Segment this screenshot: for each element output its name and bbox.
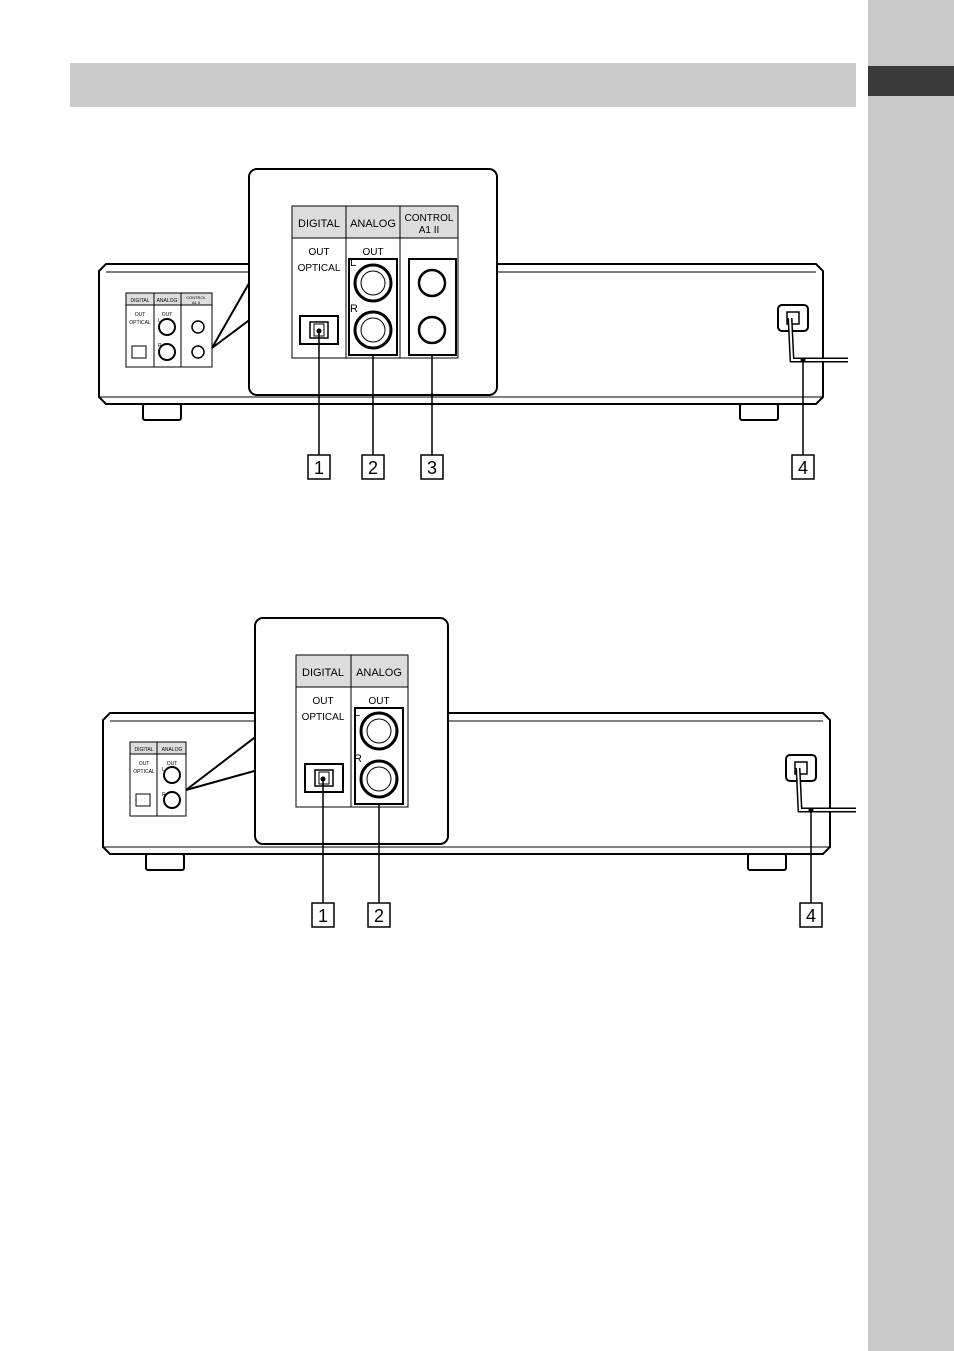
svg-text:4: 4 bbox=[806, 906, 816, 926]
top-zoom-digital-optical: OPTICAL bbox=[298, 263, 341, 274]
bottom-small-sub-optical: OPTICAL bbox=[133, 769, 155, 775]
bottom-small-analog-out: OUT bbox=[167, 761, 178, 767]
top-zoom-label-analog: ANALOG bbox=[350, 218, 396, 230]
top-small-analog-r: R bbox=[158, 343, 162, 349]
top-small-analog-l: L bbox=[158, 318, 161, 324]
top-small-label-digital: DIGITAL bbox=[130, 298, 149, 304]
bottom-foot-left bbox=[146, 854, 184, 870]
svg-text:4: 4 bbox=[798, 458, 808, 478]
top-callout-1: 1 bbox=[308, 455, 330, 479]
top-callout-3: 3 bbox=[421, 455, 443, 479]
top-small-sub-optical: OPTICAL bbox=[129, 320, 151, 326]
bottom-zoom-analog-out: OUT bbox=[368, 696, 389, 707]
top-zoom-analog-l: L bbox=[350, 257, 356, 269]
svg-text:1: 1 bbox=[318, 906, 328, 926]
bottom-diagram: DIGITAL ANALOG OUT OPTICAL OUT L R DIGIT… bbox=[103, 618, 856, 927]
bottom-callout-1: 1 bbox=[312, 903, 334, 927]
bottom-small-label-digital: DIGITAL bbox=[134, 747, 153, 753]
top-foot-right bbox=[740, 404, 778, 420]
bottom-foot-right bbox=[748, 854, 786, 870]
top-zoom-label-control-2: A1 II bbox=[419, 225, 440, 236]
bottom-zoom-digital-optical: OPTICAL bbox=[302, 712, 345, 723]
bottom-zoom-label-digital: DIGITAL bbox=[302, 667, 344, 679]
bottom-callout-2: 2 bbox=[368, 903, 390, 927]
bottom-small-sub-out: OUT bbox=[139, 761, 150, 767]
top-zoom-label-control: CONTROL bbox=[405, 213, 454, 224]
top-small-sub-out: OUT bbox=[135, 312, 146, 318]
top-zoom-label-digital: DIGITAL bbox=[298, 218, 340, 230]
bottom-zoom-label-analog: ANALOG bbox=[356, 667, 402, 679]
top-foot-left bbox=[143, 404, 181, 420]
bottom-zoom-analog-r: R bbox=[354, 753, 362, 765]
svg-text:3: 3 bbox=[427, 458, 437, 478]
svg-text:2: 2 bbox=[368, 458, 378, 478]
top-small-analog-out: OUT bbox=[162, 312, 173, 318]
bottom-zoom-digital-out: OUT bbox=[312, 696, 333, 707]
top-callout-4: 4 bbox=[792, 455, 814, 479]
bottom-small-analog-l: L bbox=[162, 767, 165, 773]
svg-text:2: 2 bbox=[374, 906, 384, 926]
top-small-label-control2: A1 II bbox=[192, 300, 200, 305]
top-diagram: DIGITAL ANALOG CONTROL A1 II OUT OPTICAL… bbox=[99, 169, 848, 479]
top-zoom-analog-r: R bbox=[350, 303, 358, 315]
bottom-small-analog-r: R bbox=[162, 792, 166, 798]
top-zoom-analog-out: OUT bbox=[362, 247, 383, 258]
bottom-small-panel bbox=[130, 742, 186, 816]
top-zoom-digital-out: OUT bbox=[308, 247, 329, 258]
svg-text:1: 1 bbox=[314, 458, 324, 478]
bottom-zoom-analog-l: L bbox=[354, 707, 360, 719]
bottom-small-label-analog: ANALOG bbox=[162, 747, 183, 753]
top-small-label-analog: ANALOG bbox=[157, 298, 178, 304]
bottom-callout-4: 4 bbox=[800, 903, 822, 927]
top-callout-2: 2 bbox=[362, 455, 384, 479]
